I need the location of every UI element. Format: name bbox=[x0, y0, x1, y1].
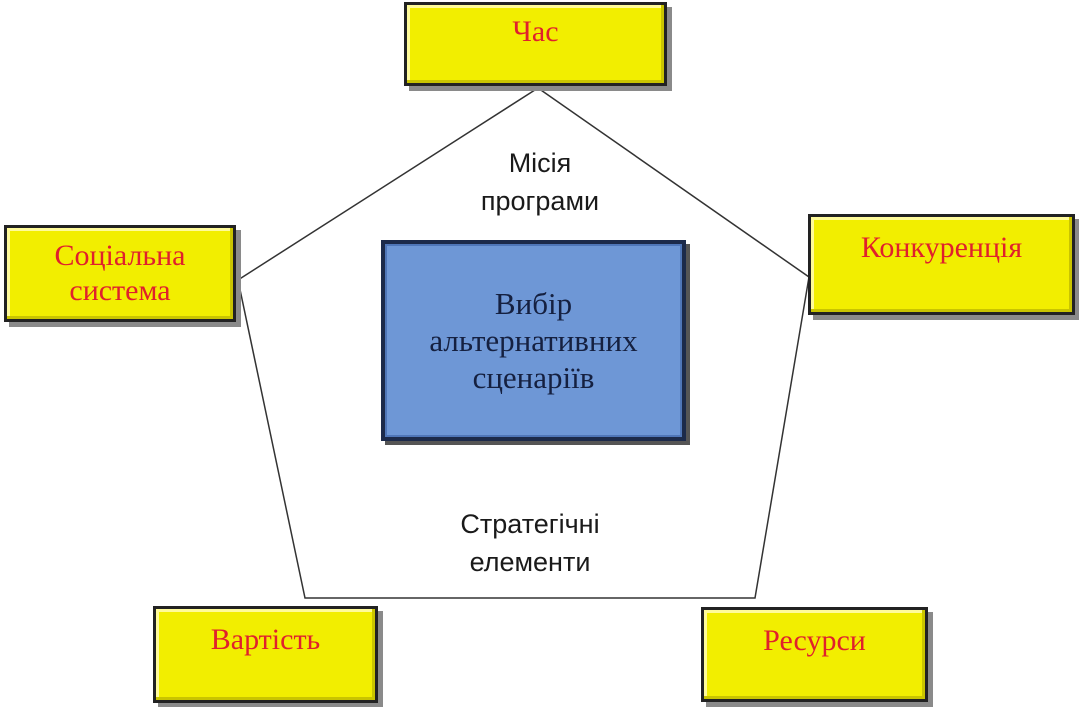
factor-competition-label: Конкуренція bbox=[860, 231, 1023, 264]
factor-resources-box: Ресурси bbox=[701, 607, 928, 702]
mission-caption: Місія програми bbox=[440, 144, 640, 221]
factor-time-label: Час bbox=[512, 15, 559, 48]
strategic-elements-caption: Стратегічні елементи bbox=[405, 505, 655, 582]
strategic-elements-caption-text: Стратегічні елементи bbox=[460, 509, 600, 578]
factor-cost-label: Вартість bbox=[210, 623, 321, 656]
factor-cost-box: Вартість bbox=[153, 606, 378, 703]
mission-caption-text: Місія програми bbox=[480, 148, 600, 217]
pentagon-shape bbox=[237, 87, 810, 599]
factor-competition-box: Конкуренція bbox=[808, 214, 1075, 315]
center-scenario-label: Вибір альтернативних сценаріїв bbox=[429, 285, 638, 396]
factor-resources-label: Ресурси bbox=[763, 624, 866, 657]
center-scenario-box: Вибір альтернативних сценаріїв bbox=[381, 240, 686, 441]
factor-social-system-box: Соціальна система bbox=[4, 225, 236, 322]
factor-time-box: Час bbox=[404, 2, 667, 86]
factor-social-system-label: Соціальна система bbox=[54, 239, 186, 307]
